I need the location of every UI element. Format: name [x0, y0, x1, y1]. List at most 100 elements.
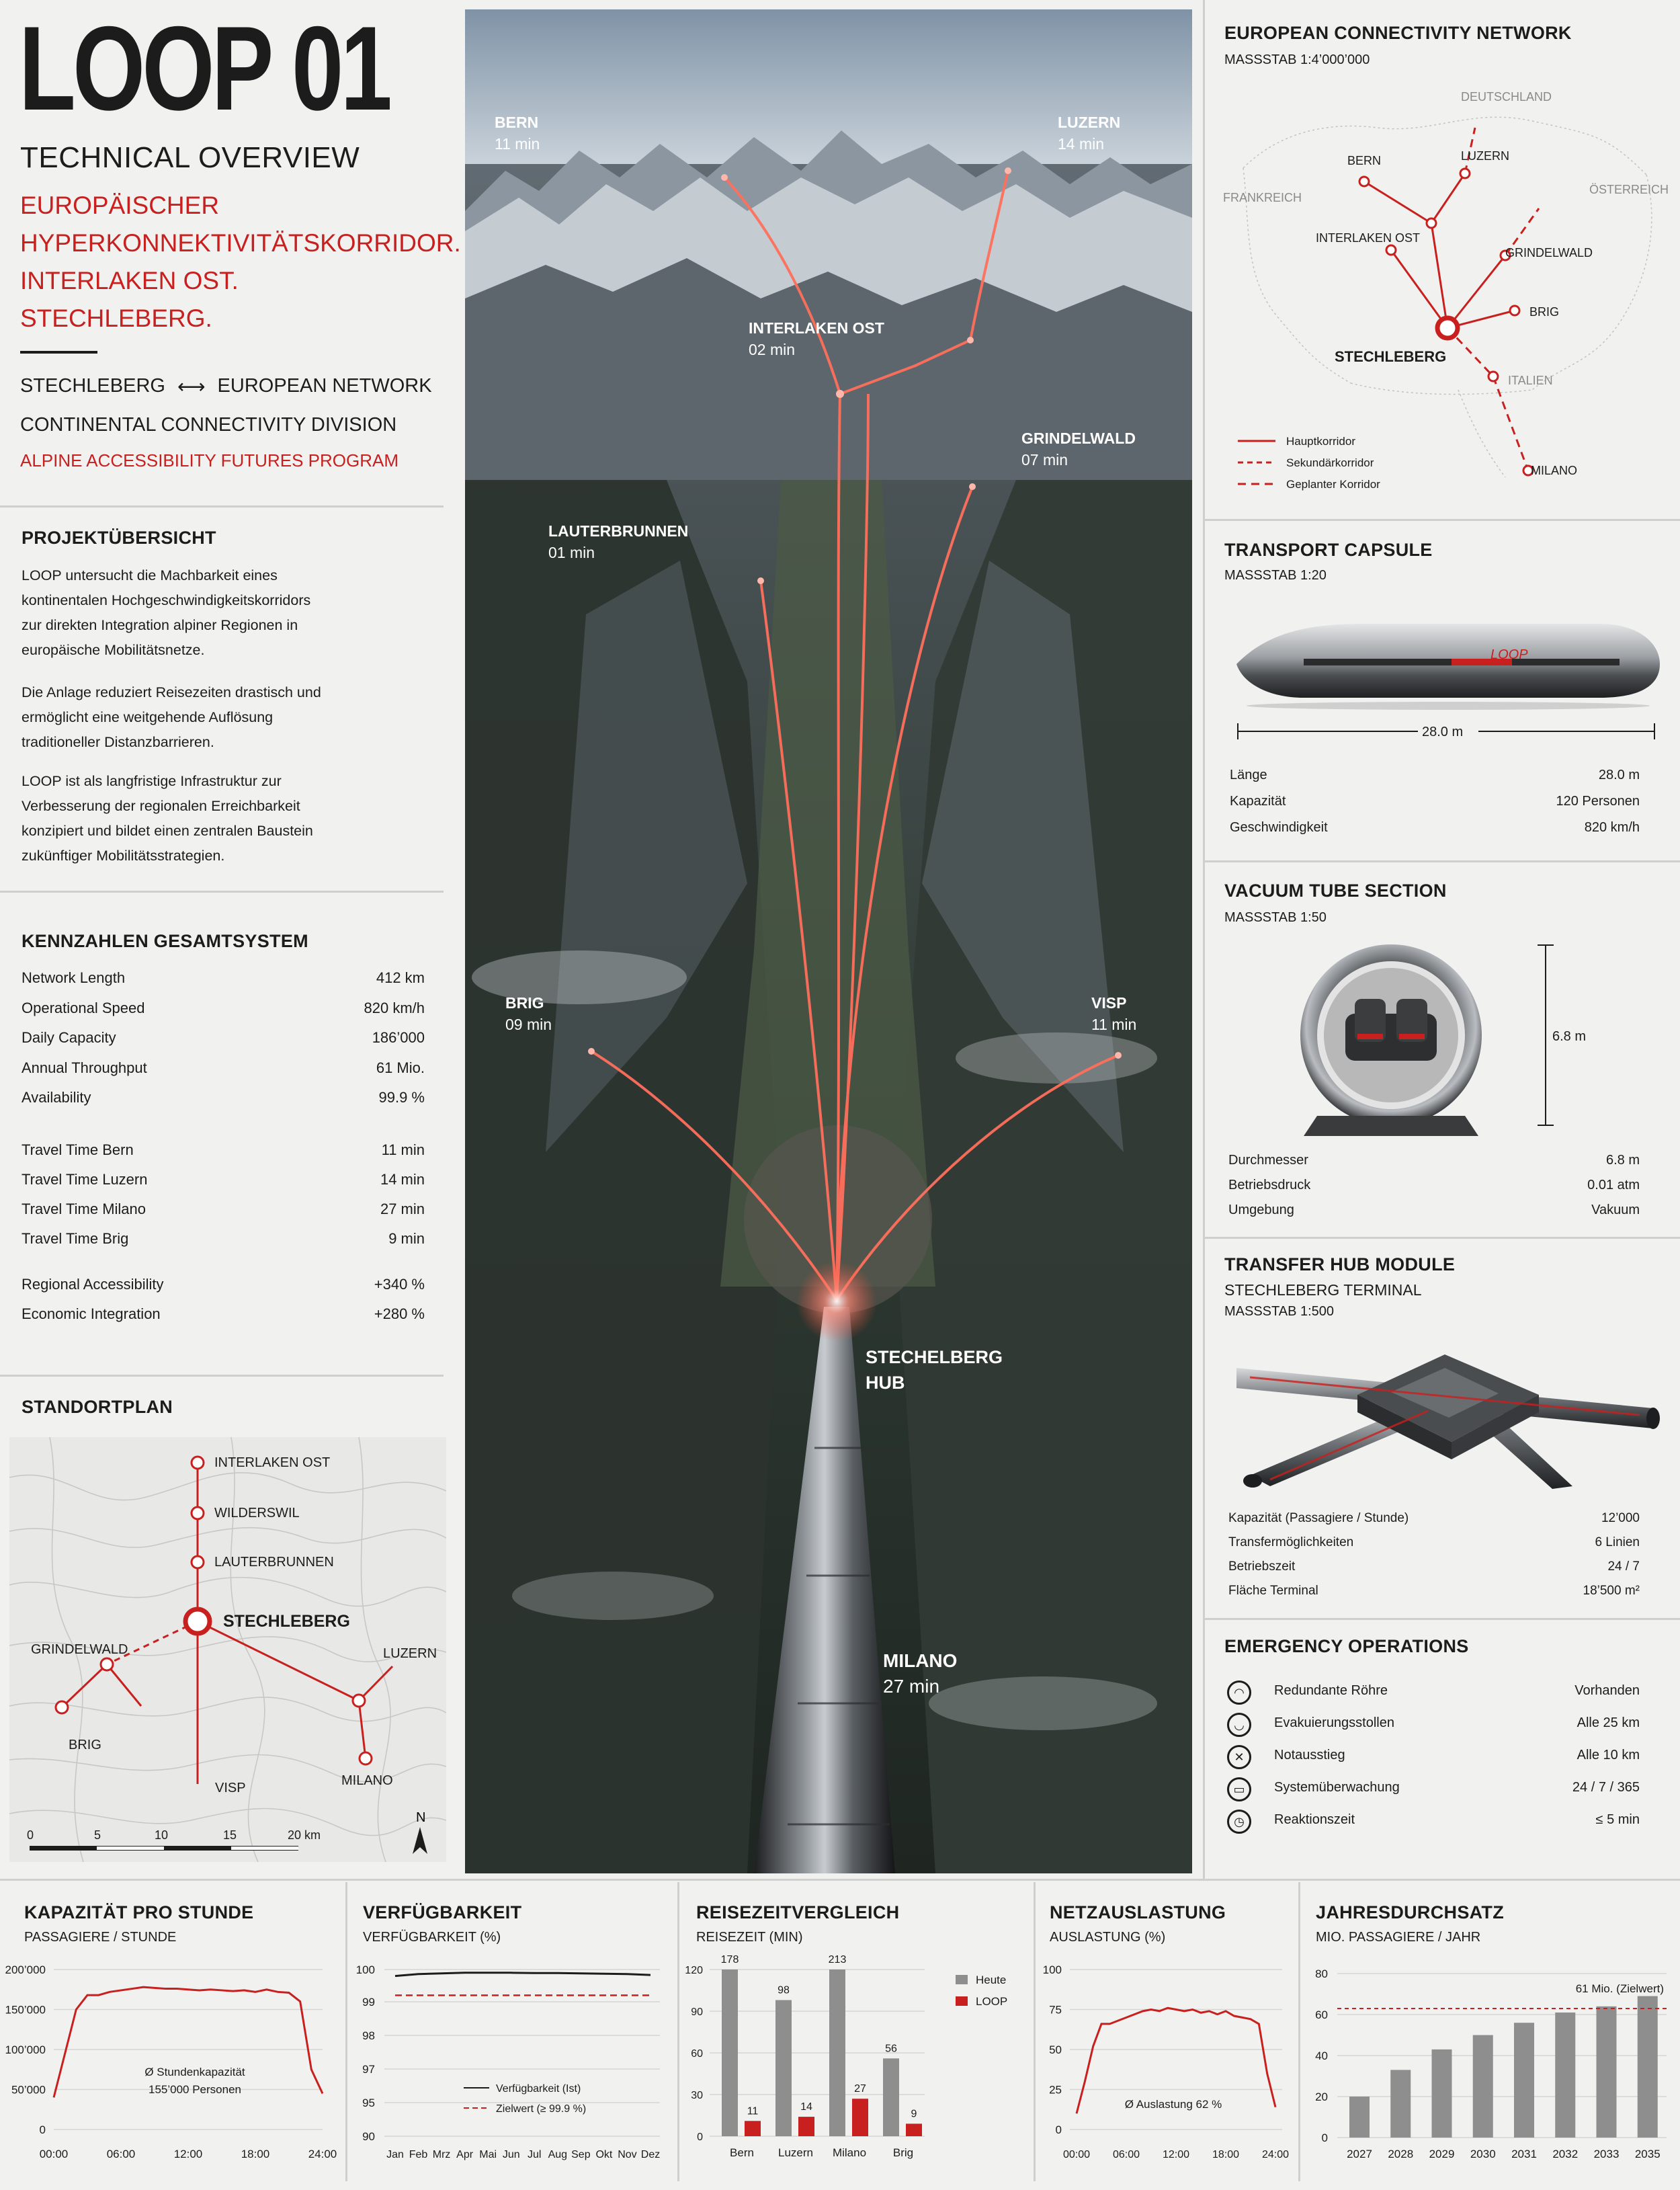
throughput-bar — [1514, 2023, 1534, 2138]
aerial-time-grindelwald: 07 min — [1021, 451, 1068, 469]
aerial-label-luzern: LUZERN — [1058, 114, 1120, 131]
network-city-brig: BRIG — [1529, 305, 1559, 319]
bar-value-label: 27 — [854, 2083, 866, 2095]
overview-paragraph-1: LOOP untersucht die Machbarkeit eines ko… — [22, 563, 425, 663]
spec-label: Economic Integration — [22, 1305, 161, 1322]
network-legend: Hauptkorridor Sekundärkorridor Geplanter… — [1238, 435, 1380, 491]
spec-label: Geschwindigkeit — [1230, 820, 1328, 835]
stechleberg-network-marker — [1435, 315, 1460, 341]
text-line: zukünftiger Mobilitätsstrategien. — [22, 848, 225, 864]
aerial-label-hub: STECHELBERG — [866, 1347, 1003, 1367]
spec-value: +280 % — [374, 1305, 425, 1322]
spec-label: Operational Speed — [22, 999, 145, 1016]
spec-value: 24 / 7 — [1607, 1559, 1640, 1574]
tick-label: 100 — [1043, 1963, 1062, 1976]
spec-label: Travel Time Brig — [22, 1230, 129, 1247]
route-destination: EUROPEAN NETWORK — [217, 375, 432, 397]
tick-label: 60 — [1315, 2009, 1328, 2021]
tunnel-icon: ◠ — [1227, 1680, 1251, 1705]
emergency-row: Reaktionszeit≤ 5 min — [1274, 1812, 1640, 1828]
spec-label: Travel Time Milano — [22, 1201, 146, 1217]
availability-legend: Verfügbarkeit (Ist) — [496, 2083, 581, 2095]
divider — [1204, 1618, 1680, 1620]
year-label: 2027 — [1347, 2148, 1372, 2160]
bar-today — [883, 2058, 899, 2136]
availability-actual-line — [394, 1972, 651, 1978]
route-line: STECHLEBERG ⟷ EUROPEAN NETWORK — [20, 375, 432, 399]
spec-label: Kapazität (Passagiere / Stunde) — [1228, 1511, 1409, 1525]
overview-paragraph-3: LOOP ist als langfristige Infrastruktur … — [22, 769, 425, 868]
divider — [0, 1879, 1680, 1881]
year-label: 2032 — [1552, 2148, 1578, 2160]
bidirectional-arrow-icon: ⟷ — [177, 376, 206, 398]
emergency-value: Vorhanden — [1574, 1683, 1640, 1698]
spec-value: 28.0 m — [1598, 768, 1640, 782]
emergency-label: Reaktionszeit — [1274, 1812, 1355, 1827]
tick-label: 30 — [691, 2090, 703, 2101]
divider — [1204, 1237, 1680, 1239]
month-label: Apr — [456, 2149, 474, 2160]
tick-label: 100’000 — [5, 2043, 46, 2056]
tube-section-illustration: 6.8 m — [1300, 944, 1586, 1136]
project-title: LOOP 01 — [19, 1, 392, 135]
month-label: Mai — [479, 2149, 497, 2160]
tick-label: 06:00 — [107, 2148, 136, 2160]
category-label: Luzern — [778, 2146, 813, 2159]
capacity-chart-title: KAPAZITÄT PRO STUNDE — [24, 1902, 254, 1922]
month-label: Feb — [409, 2149, 428, 2160]
clock-icon: ◷ — [1227, 1810, 1251, 1834]
spec-value: 0.01 atm — [1587, 1178, 1640, 1192]
corridor-line-4: STECHLEBERG. — [20, 305, 212, 332]
aerial-time-bern: 11 min — [495, 135, 540, 153]
divider — [0, 1375, 444, 1377]
traveltime-chart: 030609012017811Bern9814Luzern21327Milano… — [685, 1954, 1007, 2159]
legend-today: Heute — [976, 1974, 1006, 1986]
spec-label: Kapazität — [1230, 794, 1286, 809]
tick-label: 95 — [362, 2097, 375, 2109]
site-plan-routes — [60, 1463, 394, 1784]
network-title: EUROPEAN CONNECTIVITY NETWORK — [1224, 23, 1572, 43]
chart-divider — [345, 1882, 347, 2181]
spec-label: Umgebung — [1228, 1203, 1294, 1217]
tick-label: 99 — [362, 1996, 375, 2009]
overview-title: PROJEKTÜBERSICHT — [22, 528, 216, 548]
legend-main: Hauptkorridor — [1286, 435, 1355, 448]
site-label-lauterbrunnen: LAUTERBRUNNEN — [214, 1555, 334, 1570]
capsule-logo: LOOP — [1490, 647, 1528, 662]
aerial-time-milano: 27 min — [883, 1676, 939, 1697]
site-label-interlaken: INTERLAKEN OST — [214, 1455, 330, 1470]
site-plan-map: INTERLAKEN OST WILDERSWIL LAUTERBRUNNEN … — [9, 1436, 447, 1863]
spec-value: 18’500 m² — [1583, 1584, 1640, 1598]
tick-label: 97 — [362, 2063, 375, 2076]
tick-label: 50 — [1049, 2043, 1062, 2056]
aerial-label-hub-2: HUB — [866, 1373, 905, 1393]
legend-swatch-loop — [956, 1996, 968, 2006]
throughput-bar — [1472, 2035, 1493, 2138]
network-city-bern: BERN — [1347, 154, 1381, 167]
tick-label: 12:00 — [1163, 2149, 1189, 2160]
site-label-stechleberg: STECHLEBERG — [223, 1612, 350, 1631]
hub-module-subtitle: STECHLEBERG TERMINAL — [1224, 1281, 1422, 1299]
capacity-series-line — [52, 1986, 324, 2098]
aerial-time-interlaken: 02 min — [749, 341, 795, 358]
throughput-bar — [1349, 2097, 1370, 2138]
site-label-milano: MILANO — [341, 1773, 393, 1788]
spec-value: 186’000 — [372, 1029, 425, 1046]
hub-module-illustration — [1236, 1354, 1660, 1489]
spec-label: Network Length — [22, 969, 126, 986]
month-label: Jun — [503, 2149, 520, 2160]
spec-row: Kapazität (Passagiere / Stunde)12’000 — [1228, 1511, 1640, 1526]
bar-loop — [852, 2099, 868, 2136]
emergency-value: 24 / 7 / 365 — [1572, 1780, 1640, 1795]
chart-divider — [1034, 1882, 1036, 2181]
chart-divider — [1298, 1882, 1300, 2181]
text-line: LOOP ist als langfristige Infrastruktur … — [22, 773, 282, 789]
availability-legend: Zielwert (≥ 99.9 %) — [496, 2103, 586, 2115]
